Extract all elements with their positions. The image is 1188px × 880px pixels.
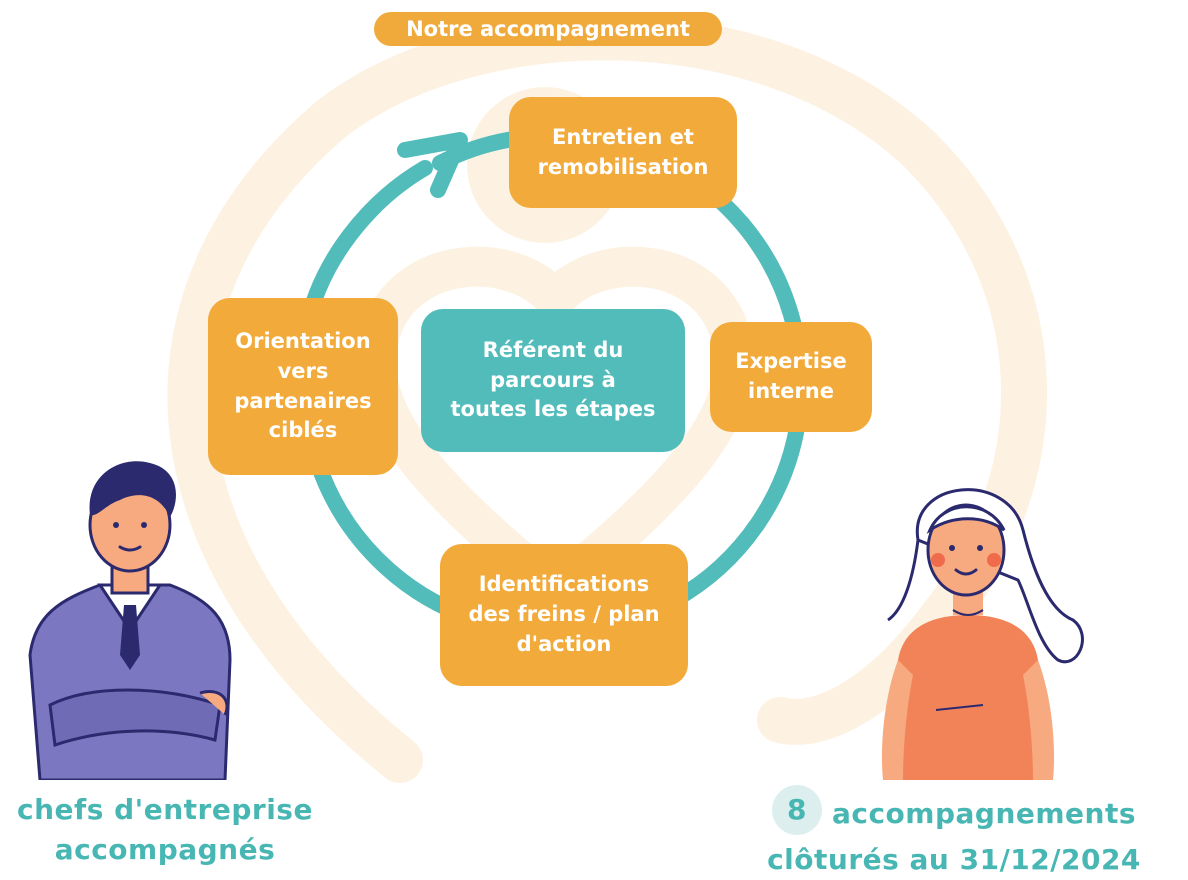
step-orientation: Orientation vers partenaires ciblés: [208, 298, 398, 475]
man-illustration: [28, 461, 232, 780]
stat-right-number: 8: [771, 785, 822, 835]
stat-left-line1: chefs d'entreprise: [17, 793, 313, 826]
cycle-arrow-head-icon: [397, 132, 468, 198]
stat-right-line2: clôturés au 31/12/2024: [767, 843, 1141, 876]
step-entretien: Entretien et remobilisation: [509, 97, 737, 208]
stat-chefs-entreprise: chefs d'entreprise accompagnés: [0, 790, 330, 870]
step-identifications: Identifications des freins / plan d'acti…: [440, 544, 688, 686]
stat-right-line1-wrap: 8 accompagnements: [720, 785, 1188, 840]
stat-left-line2: accompagnés: [54, 833, 276, 866]
stat-right-line1: accompagnements: [831, 797, 1137, 830]
title-pill: Notre accompagnement: [374, 12, 722, 46]
stat-accompagnements: 8 accompagnements clôturés au 31/12/2024: [720, 785, 1188, 880]
center-referent-box: Référent du parcours à toutes les étapes: [421, 309, 685, 452]
step-expertise: Expertise interne: [710, 322, 872, 432]
woman-illustration: [881, 488, 1084, 780]
